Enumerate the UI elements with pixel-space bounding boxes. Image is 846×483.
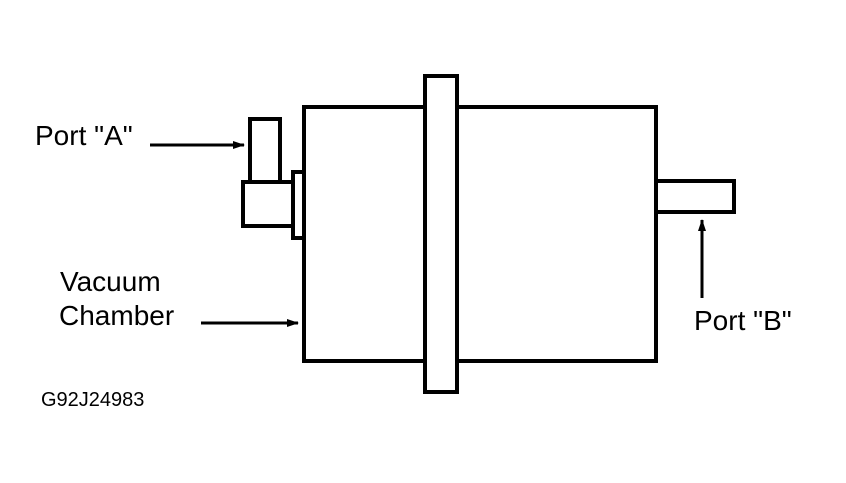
chamber-body [302,105,658,363]
port-b-tube [654,179,736,214]
port-a-elbow-base [241,180,295,228]
port-a-label: Port "A" [35,120,133,151]
vacuum-chamber-label-line1: Vacuum [60,266,161,297]
port-a-nipple [248,117,282,184]
vacuum-chamber-label-line2: Chamber [59,300,175,331]
port-b-label: Port "B" [694,305,792,336]
figure-id: G92J24983 [41,389,145,411]
center-flange [423,74,459,394]
